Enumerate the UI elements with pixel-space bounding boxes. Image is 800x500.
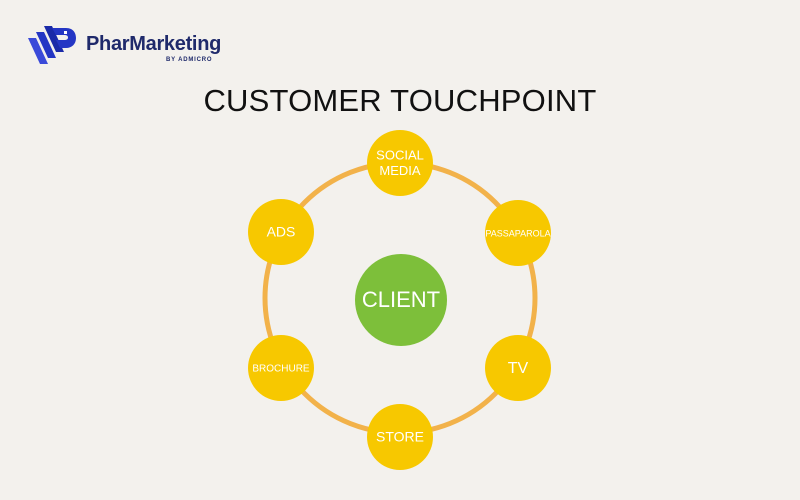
page-title: CUSTOMER TOUCHPOINT (203, 83, 597, 118)
social-media-circle (367, 130, 433, 196)
ads-label: ADS (267, 224, 296, 240)
passaparola-circle (485, 200, 551, 266)
store-label: STORE (376, 429, 424, 445)
ads-circle (248, 199, 314, 265)
client-circle (355, 254, 447, 346)
brand-tagline: BY ADMICRO (166, 57, 213, 63)
center-node: CLIENT (355, 254, 447, 346)
touchpoint-node-tv: TV (485, 335, 551, 401)
touchpoint-node-ads: ADS (248, 199, 314, 265)
store-circle (367, 404, 433, 470)
tv-label: TV (508, 360, 529, 377)
client-label: CLIENT (362, 287, 440, 312)
touchpoint-node-passaparola: PASSAPAROLA (485, 200, 551, 266)
brand-logo: PharMarketing BY ADMICRO (26, 24, 256, 70)
touchpoint-node-brochure: BROCHURE (248, 335, 314, 401)
brochure-label: BROCHURE (252, 364, 310, 375)
brand-name: PharMarketing (86, 33, 222, 55)
tv-circle (485, 335, 551, 401)
brochure-circle (248, 335, 314, 401)
touchpoint-node-store: STORE (367, 404, 433, 470)
social-media-label: SOCIAL (376, 148, 424, 163)
passaparola-label: PASSAPAROLA (485, 228, 550, 238)
pharmarketing-logo-icon (28, 26, 76, 64)
social-media-label: MEDIA (379, 163, 421, 178)
